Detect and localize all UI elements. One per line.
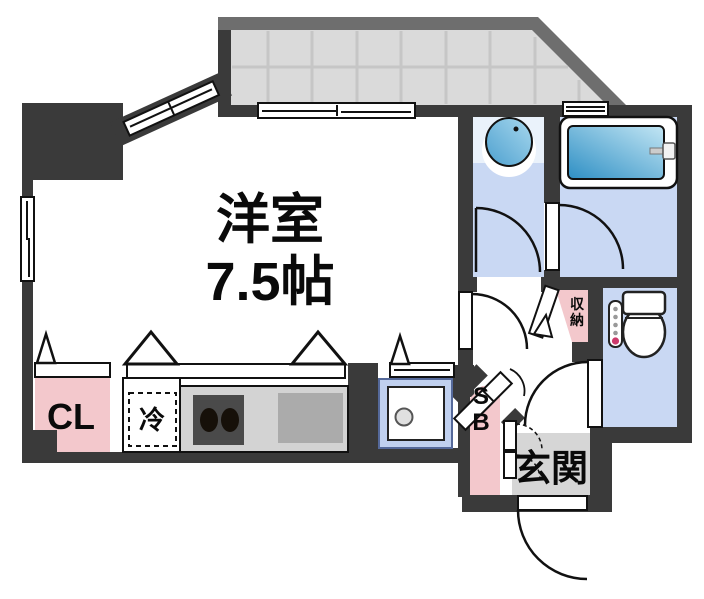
wall-entrance-right bbox=[590, 435, 612, 512]
storage-label-char2: 納 bbox=[570, 312, 584, 328]
wall-balcony-left bbox=[218, 30, 231, 107]
wall-left-lower bbox=[22, 278, 33, 454]
toilet-tank bbox=[621, 290, 667, 316]
bathroom-window bbox=[562, 101, 609, 117]
balcony bbox=[218, 17, 631, 110]
wall-top-left-block bbox=[22, 103, 123, 180]
storage-label-char1: 収 bbox=[570, 296, 585, 312]
main-room-label-line1: 洋室 bbox=[216, 190, 324, 250]
walls bbox=[22, 30, 692, 512]
storage-area bbox=[556, 290, 588, 342]
washer-fold-mark bbox=[389, 331, 411, 366]
sb-door-swing bbox=[509, 368, 526, 397]
washroom-sink-icon bbox=[485, 117, 533, 167]
stove-burner-left bbox=[200, 408, 218, 432]
closet-front-line bbox=[34, 362, 111, 378]
wall-toilet-bottom bbox=[590, 427, 692, 443]
toilet-door-swing bbox=[523, 360, 589, 426]
storage-door-mark bbox=[532, 312, 554, 339]
fold-door-marks bbox=[35, 329, 411, 366]
bathtub-faucet-icon bbox=[662, 142, 676, 160]
fridge-label: 冷 bbox=[139, 405, 165, 435]
wall-under-washer bbox=[370, 448, 472, 463]
closet-label: CL bbox=[47, 396, 95, 437]
diagonal-window bbox=[122, 79, 221, 137]
toilet-red-button bbox=[611, 337, 620, 345]
fridge-dashed-box bbox=[128, 392, 177, 447]
wall-storage-bottom bbox=[572, 340, 603, 362]
bathroom-door-leaf bbox=[545, 202, 560, 271]
labels: 洋室 7.5帖 CL 冷 S B 玄関 収 納 bbox=[47, 190, 588, 489]
closet-fold-mark bbox=[35, 329, 57, 365]
shoe-box-label-line2: B bbox=[472, 409, 489, 436]
sb-front-panel-2 bbox=[503, 451, 517, 479]
main-room-label-line2: 7.5帖 bbox=[205, 252, 334, 312]
fixtures bbox=[122, 115, 679, 453]
windows bbox=[20, 79, 609, 379]
main-room-door-swing bbox=[471, 292, 529, 350]
wall-hall-top-left bbox=[458, 277, 477, 292]
toilet-buttons bbox=[613, 306, 618, 336]
washer-drain-icon bbox=[394, 407, 414, 427]
wall-sb-diagonal-stub bbox=[448, 364, 488, 404]
toilet-door-leaf bbox=[587, 359, 603, 428]
wall-bottom bbox=[22, 452, 353, 463]
kitchen-front-line bbox=[126, 363, 346, 379]
wall-left-upper bbox=[22, 180, 33, 200]
kitchen-fold-mark-right bbox=[288, 329, 349, 366]
doors bbox=[452, 202, 625, 581]
stove-burner-right bbox=[221, 408, 239, 432]
entrance-floor bbox=[512, 433, 590, 495]
wall-right-outer bbox=[677, 105, 692, 443]
sb-dashed-swing-2 bbox=[515, 454, 541, 480]
front-door-leaf bbox=[517, 495, 588, 511]
bathroom-door-swing bbox=[558, 203, 625, 270]
sink-faucet-dot bbox=[513, 126, 519, 132]
closet-area bbox=[35, 377, 110, 452]
entrance-label: 玄関 bbox=[514, 448, 588, 489]
kitchen-fold-mark-left bbox=[121, 329, 181, 366]
sb-angled-door-2 bbox=[452, 388, 496, 432]
sb-dashed-swing-1 bbox=[515, 423, 543, 451]
wall-kitchen-washer-divider bbox=[348, 363, 378, 463]
wall-wash-bath-divider-upper bbox=[544, 115, 560, 203]
main-room-door-leaf bbox=[458, 291, 473, 350]
wall-mainroom-right bbox=[458, 117, 473, 292]
balcony-tile-grid bbox=[232, 31, 581, 104]
front-door-swing bbox=[516, 509, 588, 581]
washroom-door-swing bbox=[475, 206, 542, 273]
shoe-box-label-line1: S bbox=[473, 383, 489, 410]
sb-front-panel-1 bbox=[503, 420, 517, 451]
kitchen-sink bbox=[278, 393, 343, 443]
